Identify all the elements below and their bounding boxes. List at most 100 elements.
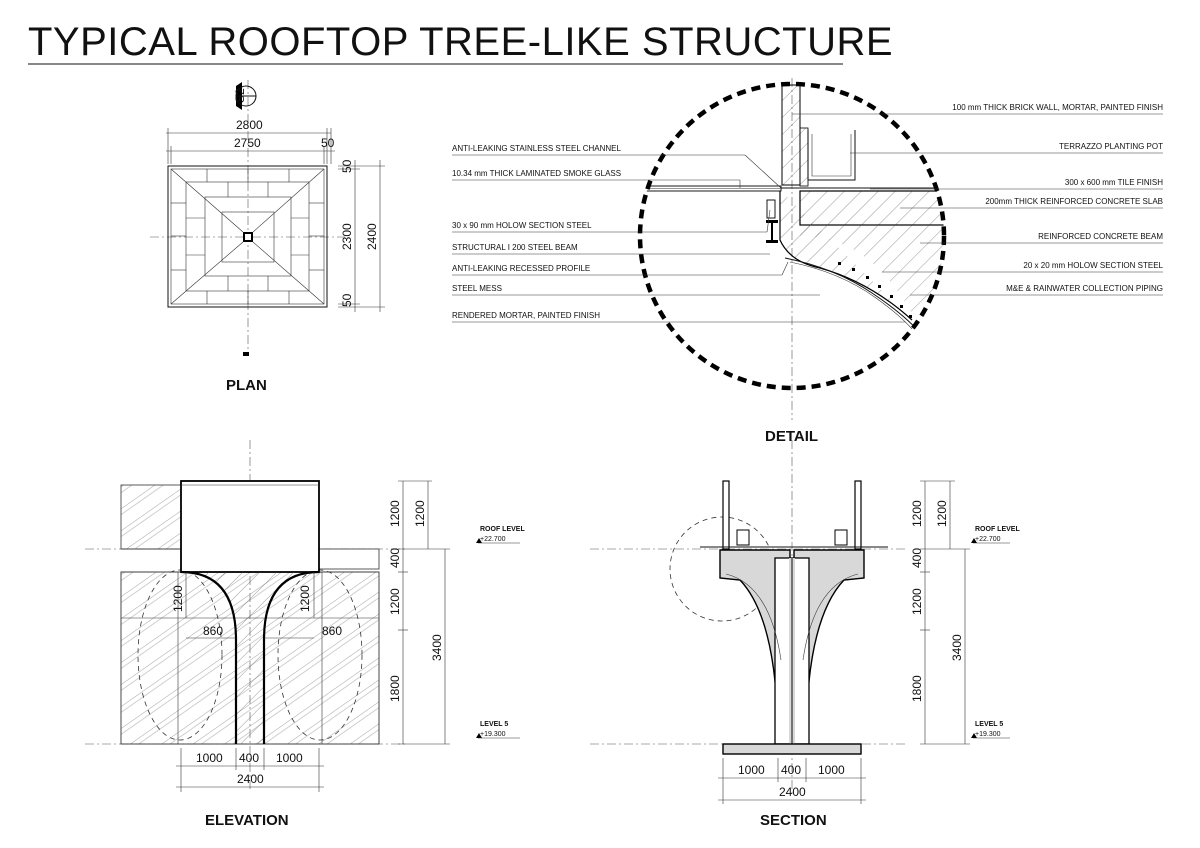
note-recessed-profile: ANTI-LEAKING RECESSED PROFILE <box>452 264 590 273</box>
section-dim-base-total: 2400 <box>779 785 806 799</box>
elevation-tree-canopy-right <box>277 569 363 741</box>
elevation-dim-base-left: 1000 <box>196 751 223 765</box>
section-pot-right <box>834 529 848 546</box>
note-steel-mess: STEEL MESS <box>452 284 502 293</box>
plan-dimensions <box>166 128 385 312</box>
elevation-horizontal-dims <box>176 748 324 792</box>
section-dim-low: 1800 <box>910 675 924 702</box>
section-view: 1200 1200 400 1200 1800 3400 ROOF LEVEL … <box>590 440 1020 829</box>
section-dim-gap: 400 <box>910 548 924 568</box>
plan-diagonal-4 <box>252 241 325 305</box>
section-roof-level-tag: ROOF LEVEL +22.700 <box>971 526 1020 544</box>
note-rendered-mortar: RENDERED MORTAR, PAINTED FINISH <box>452 311 600 320</box>
elevation-dim-arm-w-right: 860 <box>322 624 342 638</box>
detail-view: ANTI-LEAKING STAINLESS STEEL CHANNEL 10.… <box>452 78 1164 445</box>
elevation-label: ELEVATION <box>205 812 289 829</box>
detail-hollow-section <box>766 199 776 219</box>
elevation-trunk-right-edge <box>262 570 320 744</box>
detail-leaders-left <box>452 154 905 323</box>
plan-dim-edge-top: 50 <box>340 159 354 173</box>
plan-ring-1 <box>185 181 310 292</box>
detail-steel-mesh <box>789 261 919 337</box>
plan-inner-square <box>170 168 325 305</box>
svg-text:+22.700: +22.700 <box>975 536 1001 543</box>
detail-callout-circle <box>637 81 947 391</box>
plan-label: PLAN <box>226 377 267 394</box>
elevation-level5-tag: LEVEL 5 +19.300 <box>476 721 520 739</box>
section-dim-base-right: 1000 <box>818 763 845 777</box>
plan-dim-edge: 50 <box>321 136 335 150</box>
section-pot-left <box>736 529 750 546</box>
note-rainwater-piping: M&E & RAINWATER COLLECTION PIPING <box>1006 284 1163 293</box>
elevation-dim-mid: 1200 <box>388 588 402 615</box>
detail-hollow-section-steel-row <box>838 262 912 318</box>
detail-steel-i-beam <box>766 220 778 243</box>
elevation-wall-left-upper <box>120 484 182 550</box>
svg-text:LEVEL 5: LEVEL 5 <box>480 721 508 728</box>
section-vertical-dims <box>920 480 970 745</box>
note-brick-wall: 100 mm THICK BRICK WALL, MORTAR, PAINTED… <box>952 103 1163 112</box>
detail-content <box>640 84 944 337</box>
section-marker-label: S2 <box>233 88 247 103</box>
elevation-dim-base-right: 1000 <box>276 751 303 765</box>
section-dim-pot-a: 1200 <box>910 500 924 527</box>
elevation-dim-total: 3400 <box>430 634 444 661</box>
plan-ring-3 <box>221 211 275 263</box>
elevation-trunk-left-edge <box>180 570 238 744</box>
elevation-dim-base-total: 2400 <box>237 772 264 786</box>
elevation-view: 1200 1200 860 860 1200 1200 400 1200 180… <box>85 440 525 829</box>
note-concrete-slab: 200mm THICK REINFORCED CONCRETE SLAB <box>985 197 1163 206</box>
elevation-planter-box <box>180 480 320 573</box>
section-dim-base-mid: 400 <box>781 763 801 777</box>
elevation-roof-level-tag: ROOF LEVEL +22.700 <box>476 526 525 544</box>
elevation-dim-arm-h-right: 1200 <box>298 585 312 612</box>
detail-label: DETAIL <box>765 428 818 445</box>
plan-dim-inner-width: 2750 <box>234 136 261 150</box>
plan-outer-square <box>167 165 328 308</box>
note-steel-beam: STRUCTURAL I 200 STEEL BEAM <box>452 243 578 252</box>
section-dim-mid: 1200 <box>910 588 924 615</box>
section-base-flange <box>722 743 862 755</box>
section-pot-wall-left <box>722 480 730 550</box>
elevation-dim-low: 1800 <box>388 675 402 702</box>
note-hollow-section-20: 20 x 20 mm HOLOW SECTION STEEL <box>1023 261 1163 270</box>
section-horizontal-dims <box>718 758 866 804</box>
note-stainless-channel: ANTI-LEAKING STAINLESS STEEL CHANNEL <box>452 144 621 153</box>
svg-text:+19.300: +19.300 <box>975 731 1001 738</box>
sheet-title: TYPICAL ROOFTOP TREE-LIKE STRUCTURE <box>28 20 893 64</box>
section-level5-tag: LEVEL 5 +19.300 <box>971 721 1010 739</box>
plan-diagonal-3 <box>170 241 244 305</box>
section-dim-pot-b: 1200 <box>935 500 949 527</box>
section-dim-total: 3400 <box>950 634 964 661</box>
section-label: SECTION <box>760 812 827 829</box>
elevation-vertical-dims <box>398 480 450 745</box>
detail-beam-soffit <box>784 257 923 336</box>
svg-text:ROOF LEVEL: ROOF LEVEL <box>480 526 525 533</box>
section-dim-base-left: 1000 <box>738 763 765 777</box>
plan-ring-2 <box>204 196 292 277</box>
plan-dim-overall-width: 2800 <box>236 118 263 132</box>
svg-text:+22.700: +22.700 <box>480 536 506 543</box>
elevation-dim-arm-w-left: 860 <box>203 624 223 638</box>
plan-dim-edge-bottom: 50 <box>340 293 354 307</box>
plan-dim-overall-height: 2400 <box>365 223 379 250</box>
svg-text:+19.300: +19.300 <box>480 731 506 738</box>
detail-planting-pot <box>807 130 856 181</box>
plan-diagonal-2 <box>252 168 325 233</box>
note-hollow-section-steel: 30 x 90 mm HOLOW SECTION STEEL <box>452 221 592 230</box>
note-laminated-glass: 10.34 mm THICK LAMINATED SMOKE GLASS <box>452 169 621 178</box>
elevation-dim-base-mid: 400 <box>239 751 259 765</box>
section-mesh-left <box>725 573 782 661</box>
elevation-inner-dims <box>185 572 315 639</box>
elevation-dim-gap: 400 <box>388 548 402 568</box>
section-mesh-right <box>802 573 859 661</box>
elevation-tree-canopy-left <box>137 569 223 741</box>
svg-text:LEVEL 5: LEVEL 5 <box>975 721 1003 728</box>
detail-leaders-right <box>792 113 1163 296</box>
note-tile-finish: 300 x 600 mm TILE FINISH <box>1065 178 1163 187</box>
plan-centerline-end-mark <box>243 352 249 356</box>
plan-tile-joints <box>171 169 324 304</box>
svg-text:ROOF LEVEL: ROOF LEVEL <box>975 526 1020 533</box>
elevation-dim-pot-a: 1200 <box>388 500 402 527</box>
